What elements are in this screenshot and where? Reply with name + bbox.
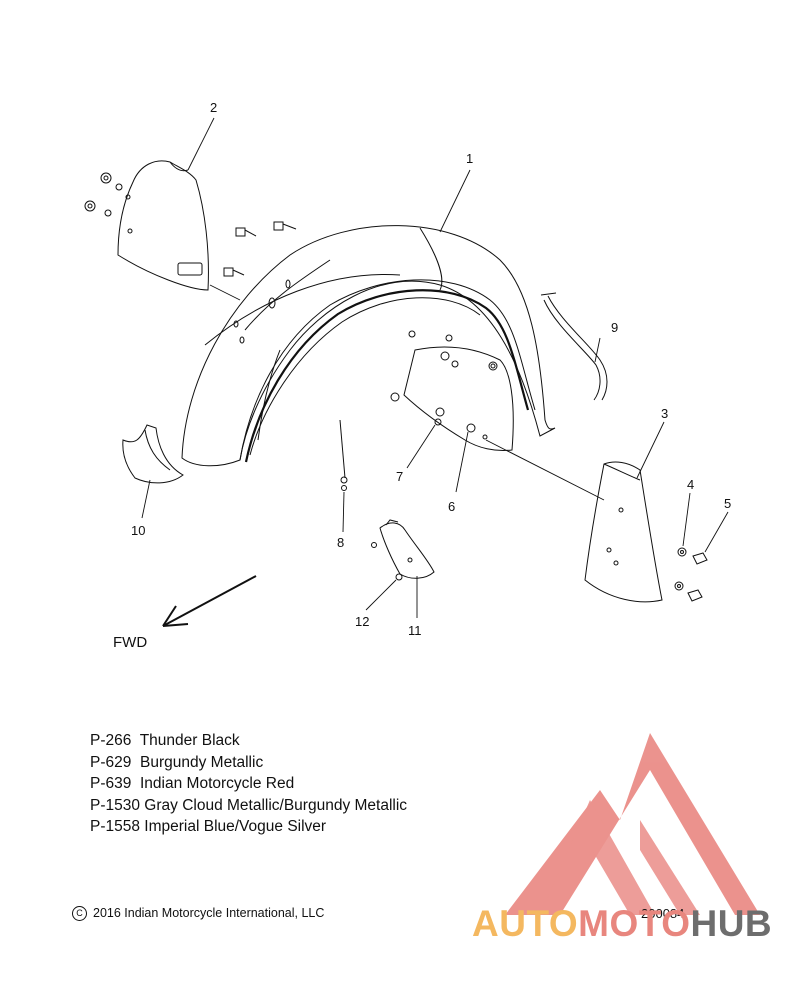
watermark-wordmark: AUTOMOTOHUB bbox=[472, 903, 772, 945]
copyright-text: 2016 Indian Motorcycle International, LL… bbox=[93, 906, 325, 920]
copyright-notice: C 2016 Indian Motorcycle International, L… bbox=[72, 906, 324, 921]
fender-emblem bbox=[122, 424, 184, 484]
paint-code-item: P-1530 Gray Cloud Metallic/Burgundy Meta… bbox=[90, 796, 408, 814]
mounting-plate bbox=[390, 330, 514, 451]
copyright-icon: C bbox=[72, 906, 87, 921]
washers-and-nuts bbox=[674, 547, 708, 602]
fwd-label: FWD bbox=[113, 634, 147, 651]
lower-bracket bbox=[371, 519, 435, 581]
paint-code-item: P-266 Thunder Black bbox=[90, 732, 240, 749]
paint-code-item: P-1558 Imperial Blue/Vogue Silver bbox=[90, 818, 327, 835]
callout-9: 9 bbox=[611, 320, 618, 335]
watermark-part-1: AUTO bbox=[472, 903, 579, 944]
paint-code-legend: P-266 Thunder Black P-629 Burgundy Metal… bbox=[90, 730, 407, 838]
watermark-part-3: HUB bbox=[690, 903, 773, 944]
callout-12: 12 bbox=[355, 614, 369, 629]
fender-tip-right bbox=[584, 461, 663, 603]
watermark-logo bbox=[505, 733, 760, 915]
forward-arrow bbox=[162, 575, 257, 627]
callout-10: 10 bbox=[131, 523, 145, 538]
callout-6: 6 bbox=[448, 499, 455, 514]
trim-strip bbox=[540, 292, 608, 401]
callout-5: 5 bbox=[724, 496, 731, 511]
fender-tip-upper bbox=[117, 160, 209, 291]
callout-11: 11 bbox=[408, 623, 422, 638]
front-fender bbox=[181, 225, 556, 467]
diagram-number: 200084 bbox=[641, 906, 685, 921]
callout-8: 8 bbox=[337, 535, 344, 550]
callout-7: 7 bbox=[396, 469, 403, 484]
callout-1: 1 bbox=[466, 151, 473, 166]
paint-code-item: P-629 Burgundy Metallic bbox=[90, 753, 264, 771]
callout-numbers: 1 2 3 4 5 6 7 8 9 10 11 12 FWD bbox=[113, 100, 731, 651]
callout-2: 2 bbox=[210, 100, 217, 115]
fasteners-left bbox=[84, 172, 297, 277]
callout-3: 3 bbox=[661, 406, 668, 421]
callout-4: 4 bbox=[687, 477, 694, 492]
leader-lines bbox=[141, 117, 729, 618]
paint-code-item: P-639 Indian Motorcycle Red bbox=[90, 775, 295, 792]
watermark-part-2: MOTO bbox=[578, 903, 691, 944]
rod-part bbox=[339, 419, 348, 491]
